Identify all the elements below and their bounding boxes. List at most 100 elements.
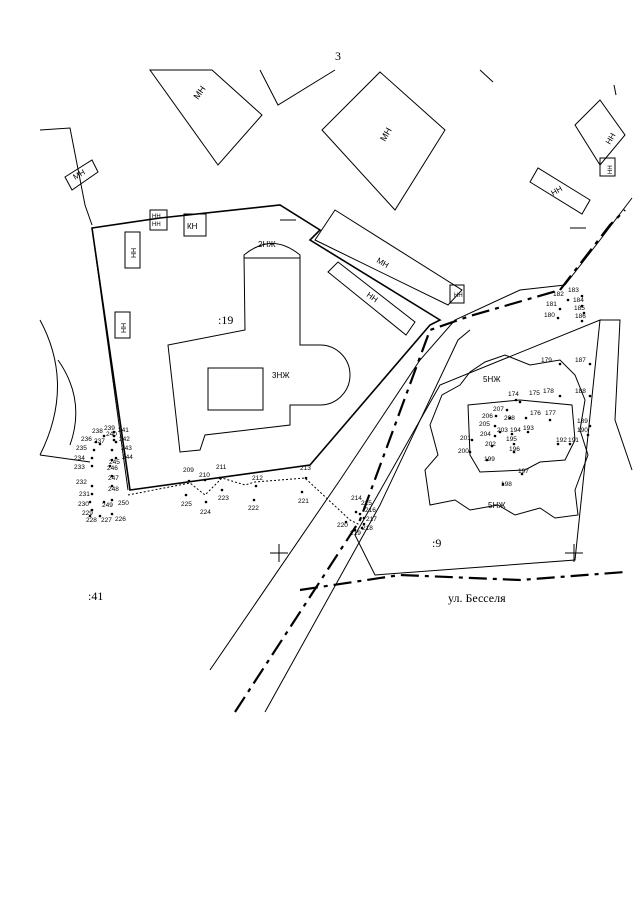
- building-mn-top-center: [321, 71, 446, 211]
- survey-point-230: [88, 500, 92, 504]
- survey-point-label-204: 204: [480, 431, 491, 438]
- survey-point-label-223: 223: [218, 495, 229, 502]
- street-label: ул. Бесселя: [448, 591, 506, 605]
- building-mn-diagonal: [314, 209, 463, 306]
- parcel-label-9: :9: [432, 536, 441, 550]
- survey-point-189: [588, 424, 592, 428]
- survey-point-label-201: 201: [460, 435, 471, 442]
- survey-point-244: [114, 456, 118, 460]
- survey-point-label-225: 225: [181, 501, 192, 508]
- building-nn-right: [574, 99, 626, 166]
- survey-point-216: [362, 516, 366, 520]
- survey-point-201: [470, 438, 474, 442]
- survey-point-label-219: 219: [350, 530, 361, 537]
- survey-point-193: [526, 430, 530, 434]
- parcel-label-19: :19: [218, 313, 233, 327]
- parcel-9-boundary: [354, 319, 601, 576]
- survey-point-213: [304, 476, 308, 480]
- survey-point-label-217: 217: [366, 516, 377, 523]
- survey-point-187: [588, 362, 592, 366]
- survey-point-183: [580, 294, 584, 298]
- building-label: 5НЖ: [483, 375, 501, 384]
- building-label: МН: [378, 126, 394, 143]
- parcel-19-west-edge: [91, 227, 129, 491]
- courtyard: [207, 367, 264, 411]
- parcel-9-east: [600, 319, 633, 471]
- survey-point-label-176: 176: [530, 410, 541, 417]
- survey-point-249: [102, 500, 106, 504]
- survey-point-234: [90, 456, 94, 460]
- boundary-line: [39, 454, 91, 463]
- survey-point-181: [558, 307, 562, 311]
- survey-point-205: [493, 424, 497, 428]
- building-label: МН: [375, 256, 390, 270]
- survey-point-label-211: 211: [216, 464, 227, 471]
- survey-point-231: [90, 492, 94, 496]
- survey-point-220: [344, 520, 348, 524]
- survey-point-label-239: 239: [104, 425, 115, 432]
- building-label: НН: [152, 214, 161, 220]
- survey-point-label-203: 203: [497, 427, 508, 434]
- survey-point-label-228: 228: [86, 517, 97, 524]
- survey-point-242: [114, 440, 118, 444]
- survey-point-202: [490, 444, 494, 448]
- survey-point-190: [586, 433, 590, 437]
- survey-point-label-232: 232: [76, 479, 87, 486]
- building-label: 5НЖ: [488, 501, 506, 510]
- survey-point-208: [508, 416, 512, 420]
- survey-point-204: [493, 434, 497, 438]
- survey-point-203: [498, 430, 502, 434]
- survey-point-label-175: 175: [529, 390, 540, 397]
- survey-point-label-178: 178: [543, 388, 554, 395]
- survey-point-label-247: 247: [108, 475, 119, 482]
- survey-point-label-245: 245: [109, 459, 120, 466]
- survey-point-label-242: 242: [119, 436, 130, 443]
- survey-point-label-227: 227: [101, 517, 112, 524]
- survey-point-label-221: 221: [298, 498, 309, 505]
- survey-point-236: [94, 440, 98, 444]
- building-5nzh-inner: [467, 399, 576, 473]
- building-nn-c: [149, 209, 168, 231]
- survey-point-label-220: 220: [337, 522, 348, 529]
- survey-point-228: [88, 514, 92, 518]
- survey-point-227: [98, 514, 102, 518]
- survey-point-label-177: 177: [545, 410, 556, 417]
- survey-point-246: [108, 464, 112, 468]
- survey-point-label-215: 215: [361, 500, 372, 507]
- building-label: НН: [608, 165, 614, 174]
- survey-point-label-191: 191: [568, 437, 579, 444]
- survey-point-label-231: 231: [79, 491, 90, 498]
- survey-point-207: [505, 408, 509, 412]
- survey-point-192: [556, 442, 560, 446]
- survey-point-label-229: 229: [82, 510, 93, 517]
- survey-point-206: [494, 414, 498, 418]
- building-label: КН: [187, 222, 198, 231]
- survey-point-174: [514, 398, 518, 402]
- survey-point-label-199: 199: [484, 456, 495, 463]
- survey-point-label-222: 222: [248, 505, 259, 512]
- survey-point-212: [254, 484, 258, 488]
- building-top-center: [259, 69, 336, 106]
- survey-point-label-181: 181: [546, 301, 557, 308]
- survey-point-184: [580, 304, 584, 308]
- survey-point-245: [110, 458, 114, 462]
- survey-point-191: [568, 442, 572, 446]
- survey-point-label-213: 213: [300, 465, 311, 472]
- survey-point-233: [90, 464, 94, 468]
- building-nn-diagonal: [327, 261, 416, 336]
- survey-point-185: [582, 311, 586, 315]
- building-mn-top-left: [149, 69, 263, 166]
- survey-point-211: [218, 476, 222, 480]
- building-small-diag: [449, 284, 465, 304]
- survey-point-188: [588, 394, 592, 398]
- survey-point-label-224: 224: [200, 509, 211, 516]
- survey-point-label-187: 187: [575, 357, 586, 364]
- building-label: НН: [152, 222, 161, 228]
- building-nn-right2: [529, 167, 591, 215]
- boundary-line: [479, 69, 494, 83]
- survey-point-label-236: 236: [81, 436, 92, 443]
- building-label: НН: [121, 323, 128, 333]
- building-5nzh: [424, 354, 589, 519]
- survey-point-label-197: 197: [518, 468, 529, 475]
- survey-point-215: [358, 512, 362, 516]
